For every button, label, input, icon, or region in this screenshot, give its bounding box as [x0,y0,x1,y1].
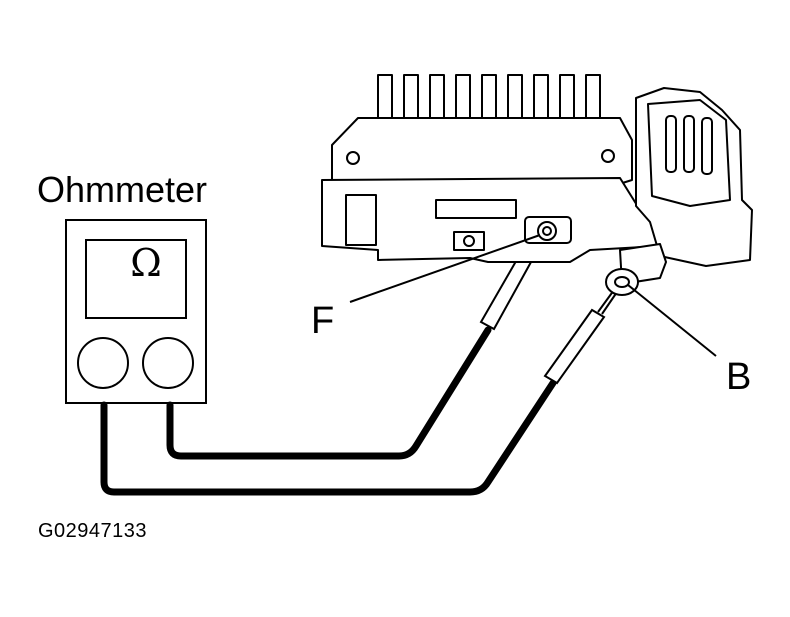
probe-b-tip-inner [601,291,618,315]
ohmmeter [65,219,207,404]
connector-pin-1 [665,115,677,173]
terminal-b-lug-hole [614,276,630,288]
probe-b [543,289,618,385]
ohmmeter-display [85,239,187,319]
probe-f-handle [479,254,533,331]
body-recess [435,199,517,219]
probe-b-tip [597,289,615,313]
lead-b-cable [100,379,557,496]
mount-hole-right [601,149,615,163]
ohmmeter-title: Ohmmeter [37,169,208,210]
connector-pin-2 [683,115,695,173]
terminal-f-label: F [311,300,335,342]
lead-f-cable [166,326,492,460]
base-mount-hole [463,235,475,247]
leader-lines [349,234,717,357]
terminal-f-screw-center [542,226,552,236]
mount-hole-left [346,151,360,165]
regulator [321,74,753,296]
side-bracket [345,194,377,246]
ohmmeter-case [65,219,207,404]
test-leads [100,326,557,496]
leader-b [627,284,717,357]
ohmmeter-jack-right [142,337,194,389]
terminal-b-label: B [726,356,752,398]
leader-f [349,234,541,303]
figure-code: G02947133 [38,520,148,542]
connector-pin-3 [701,117,713,175]
ohm-symbol: Ω [130,241,162,285]
ohmmeter-jack-left [77,337,129,389]
probe-b-handle [543,308,606,385]
